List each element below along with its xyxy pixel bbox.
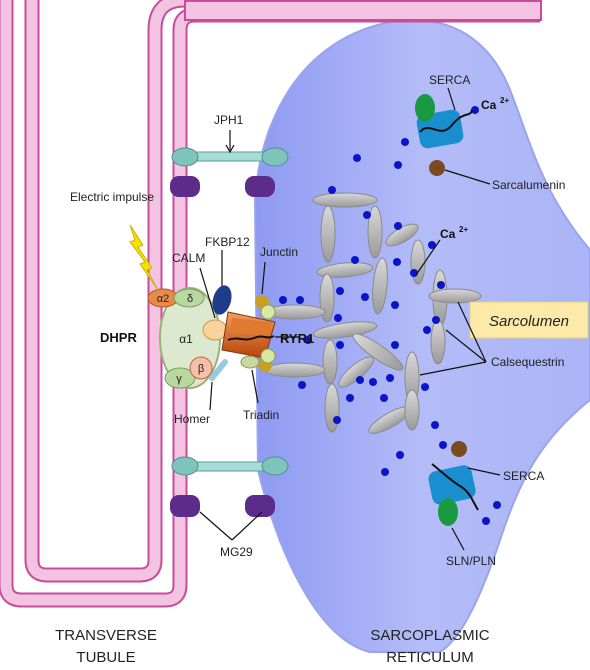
alpha2-label: α2	[157, 293, 169, 305]
transverse-tubule-title-line1: TRANSVERSE	[55, 627, 157, 644]
leader-lines	[199, 87, 501, 551]
mg29-bottom-left	[170, 495, 200, 517]
homer-label: Homer	[174, 412, 210, 426]
jph1-right-top	[261, 147, 289, 167]
mg29-label: MG29	[220, 545, 253, 559]
electric-impulse-label: Electric impulse	[70, 190, 154, 204]
calsequestrin-network	[264, 192, 482, 434]
calsequestrin-label: Calsequestrin	[491, 355, 564, 369]
mg29-top-left	[170, 176, 200, 197]
gamma-label: γ	[176, 373, 182, 385]
ca-mid-superscript: 2+	[459, 225, 468, 234]
ryr1-complex	[202, 285, 276, 381]
serca-top	[415, 94, 473, 176]
jph1-right-bottom	[261, 456, 289, 476]
jph1-bar-top	[184, 151, 276, 162]
serca-bottom	[428, 441, 479, 526]
jph1-left-top	[171, 147, 199, 167]
dhpr-complex	[147, 287, 221, 389]
serca-top-label: SERCA	[429, 73, 470, 87]
junctin-label: Junctin	[260, 245, 298, 259]
t-tubule-inner-lumen	[26, 0, 186, 581]
ca-top-label: Ca	[481, 98, 497, 112]
ca-ions	[224, 106, 501, 525]
beta-label: β	[198, 363, 204, 375]
ryr1-label: RYR1	[280, 331, 314, 346]
sarcolumen-label: Sarcolumen	[489, 313, 569, 330]
sln-pln-label: SLN/PLN	[446, 554, 496, 568]
t-tubule-top-edge	[184, 0, 542, 21]
sarcalumenin-label: Sarcalumenin	[492, 178, 565, 192]
jph1-bar-bottom	[184, 461, 276, 472]
delta-label: δ	[187, 293, 193, 305]
sarcolumen-box	[469, 301, 589, 339]
ca-top-superscript: 2+	[500, 96, 509, 105]
delta-subunit	[173, 288, 205, 308]
jph1-left-bottom	[171, 456, 199, 476]
fkbp12-label: FKBP12	[205, 235, 250, 249]
t-tubule-inner-edge	[24, 0, 186, 583]
mg29-bottom-right	[245, 495, 275, 517]
calm-label: CALM	[172, 251, 205, 265]
lightning-icon	[129, 224, 159, 291]
ca-mid-label: Ca	[440, 227, 456, 241]
mg29-top-right	[245, 176, 275, 197]
alpha1-label: α1	[179, 332, 193, 346]
jph1-label: JPH1	[214, 113, 244, 127]
sr-membrane	[253, 19, 590, 653]
dhpr-label: DHPR	[100, 330, 137, 345]
sarcoplasmic-reticulum-title-line1: SARCOPLASMIC	[370, 627, 489, 644]
beta-subunit	[189, 356, 213, 380]
triadin-label: Triadin	[243, 408, 279, 422]
serca-bottom-label: SERCA	[503, 469, 544, 483]
gamma-subunit	[164, 367, 196, 389]
transverse-tubule-title-line2: TUBULE	[76, 649, 135, 666]
sarcoplasmic-reticulum-title-line2: RETICULUM	[386, 649, 474, 666]
